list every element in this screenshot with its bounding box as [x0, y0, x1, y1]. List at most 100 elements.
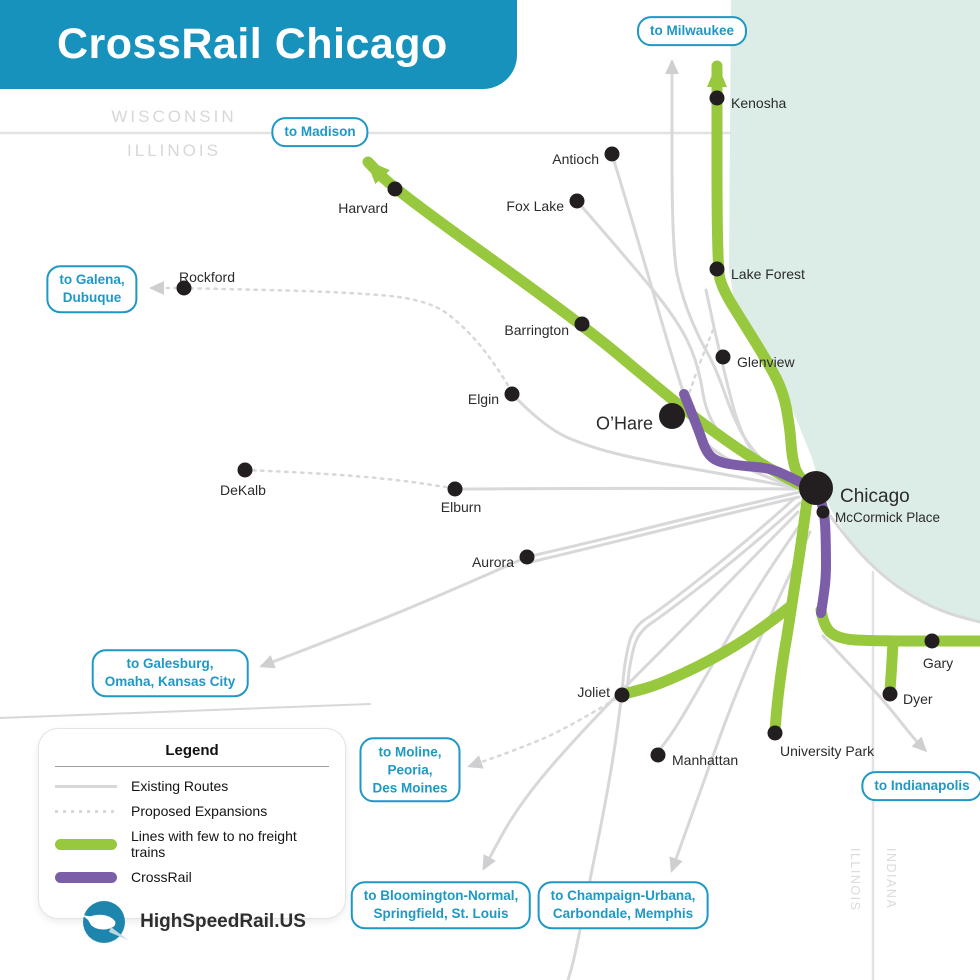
legend-row-purple: CrossRail: [55, 869, 329, 885]
station-label-antioch: Antioch: [552, 151, 599, 167]
badge-bloomington: to Bloomington-Normal, Springfield, St. L…: [350, 881, 532, 929]
badge-galena-line-1: Dubuque: [62, 290, 122, 305]
station-dot-chicago: [799, 471, 833, 505]
station-label-mccormick-place: McCormick Place: [835, 510, 940, 525]
station-label-harvard: Harvard: [338, 200, 388, 216]
station-dot-o-hare: [659, 403, 685, 429]
badge-moline-line-2: Des Moines: [372, 779, 448, 795]
route-galesburg-line: [259, 555, 529, 669]
state-label-illinois: ILLINOIS: [127, 141, 221, 160]
station-dot-kenosha: [709, 90, 725, 106]
legend-swatch-green: [55, 838, 117, 850]
legend-swatch-purple: [55, 871, 117, 883]
route-aurora-line-2: [529, 495, 801, 564]
route-aurora-line-1: [525, 490, 802, 559]
station-dot-joliet: [614, 687, 630, 703]
legend-label-proposed: Proposed Expansions: [131, 803, 268, 819]
route-champaign-line: [669, 530, 812, 873]
station-dot-gary: [924, 633, 940, 649]
legend-row-existing: Existing Routes: [55, 778, 329, 794]
station-dot-elburn: [447, 481, 463, 497]
badge-moline: to Moline,Peoria,Des Moines: [359, 737, 461, 803]
badge-madison: to Madison: [271, 117, 369, 147]
brand-row: HighSpeedRail.US: [55, 898, 329, 946]
station-label-dyer: Dyer: [903, 691, 933, 707]
badge-champaign-line-1: Carbondale, Memphis: [552, 906, 694, 921]
route-ohare-proposed: [687, 328, 715, 396]
lake-michigan-shape: [729, 0, 980, 622]
state-label-wisconsin: WISCONSIN: [111, 107, 237, 126]
station-dot-dekalb: [237, 462, 253, 478]
route-indianapolis-line: [821, 634, 928, 753]
station-label-lake-forest: Lake Forest: [731, 266, 805, 282]
badge-moline-line-0: to Moline,: [378, 744, 442, 760]
station-label-elburn: Elburn: [441, 499, 481, 515]
station-dot-manhattan: [650, 747, 666, 763]
badge-champaign: to Champaign-Urbana, Carbondale, Memphis: [537, 881, 709, 929]
badge-galena-line-0: to Galena,: [59, 272, 125, 288]
route-west-line: [0, 703, 371, 719]
route-rockford-proposed: [149, 281, 514, 394]
title-banner: CrossRail Chicago: [0, 0, 517, 89]
station-dot-university-park: [767, 725, 783, 741]
badge-bloomington-line-0: to Bloomington-Normal,: [363, 888, 519, 904]
station-dot-aurora: [519, 549, 535, 565]
route-joliet-line-b: [625, 501, 802, 692]
route-dyer-green: [884, 635, 899, 696]
legend-swatch-proposed: [55, 809, 117, 813]
station-label-dekalb: DeKalb: [220, 482, 266, 498]
legend-label-purple: CrossRail: [131, 869, 192, 885]
route-elgin-line: [510, 392, 794, 489]
station-dot-rockford: [176, 280, 192, 296]
badge-indianapolis: to Indianapolis: [861, 771, 980, 801]
badge-madison-line-0: to Madison: [284, 124, 356, 140]
station-label-joliet: Joliet: [577, 684, 610, 700]
state-label-illinois-vertical: ILLINOIS: [848, 848, 862, 912]
station-label-chicago: Chicago: [840, 486, 910, 507]
station-label-rockford: Rockford: [179, 269, 235, 285]
station-label-elgin: Elgin: [468, 391, 499, 407]
station-label-glenview: Glenview: [737, 354, 795, 370]
route-milwaukee-green: [707, 60, 816, 493]
badge-galesburg-line-0: to Galesburg,: [126, 656, 214, 672]
route-madison-green: [362, 156, 812, 494]
route-trunk-green: [769, 488, 814, 737]
state-label-indiana-vertical: INDIANA: [884, 848, 898, 910]
legend-row-green: Lines with few to no freight trains: [55, 828, 329, 860]
station-label-fox-lake: Fox Lake: [506, 198, 564, 214]
station-label-university-park: University Park: [780, 743, 875, 759]
badge-champaign-line-0: to Champaign-Urbana,: [550, 888, 696, 904]
station-dot-barrington: [574, 316, 590, 332]
station-dot-harvard: [387, 181, 403, 197]
page-title: CrossRail Chicago: [57, 20, 448, 68]
station-label-o-hare: O’Hare: [596, 413, 653, 433]
badge-galesburg-line-1: Omaha, Kansas City: [104, 674, 236, 689]
station-label-kenosha: Kenosha: [731, 95, 786, 111]
station-dot-antioch: [604, 146, 620, 162]
station-dot-dyer: [882, 686, 898, 702]
station-label-aurora: Aurora: [472, 554, 514, 570]
station-dot-elgin: [504, 386, 520, 402]
route-moline-proposed: [467, 693, 624, 769]
station-dot-mccormick-place: [816, 505, 830, 519]
badge-galena: to Galena, Dubuque: [46, 265, 138, 313]
station-label-barrington: Barrington: [504, 322, 569, 338]
legend-swatch-existing: [55, 784, 117, 788]
badge-milwaukee: to Milwaukee: [636, 16, 748, 46]
route-shore-line: [820, 503, 980, 624]
legend-row-proposed: Proposed Expansions: [55, 803, 329, 819]
station-dot-fox-lake: [569, 193, 585, 209]
station-dot-glenview: [715, 349, 731, 365]
highspeedrail-logo-icon: [82, 901, 129, 943]
badge-milwaukee-line-0: to Milwaukee: [649, 23, 735, 39]
brand-name: HighSpeedRail.US: [140, 911, 306, 932]
legend-label-green: Lines with few to no freight trains: [131, 828, 297, 860]
badge-bloomington-line-1: Springfield, St. Louis: [373, 906, 509, 921]
route-joliet-green: [616, 600, 797, 701]
badge-galesburg: to Galesburg, Omaha, Kansas City: [91, 649, 249, 697]
legend-label-existing: Existing Routes: [131, 778, 229, 794]
